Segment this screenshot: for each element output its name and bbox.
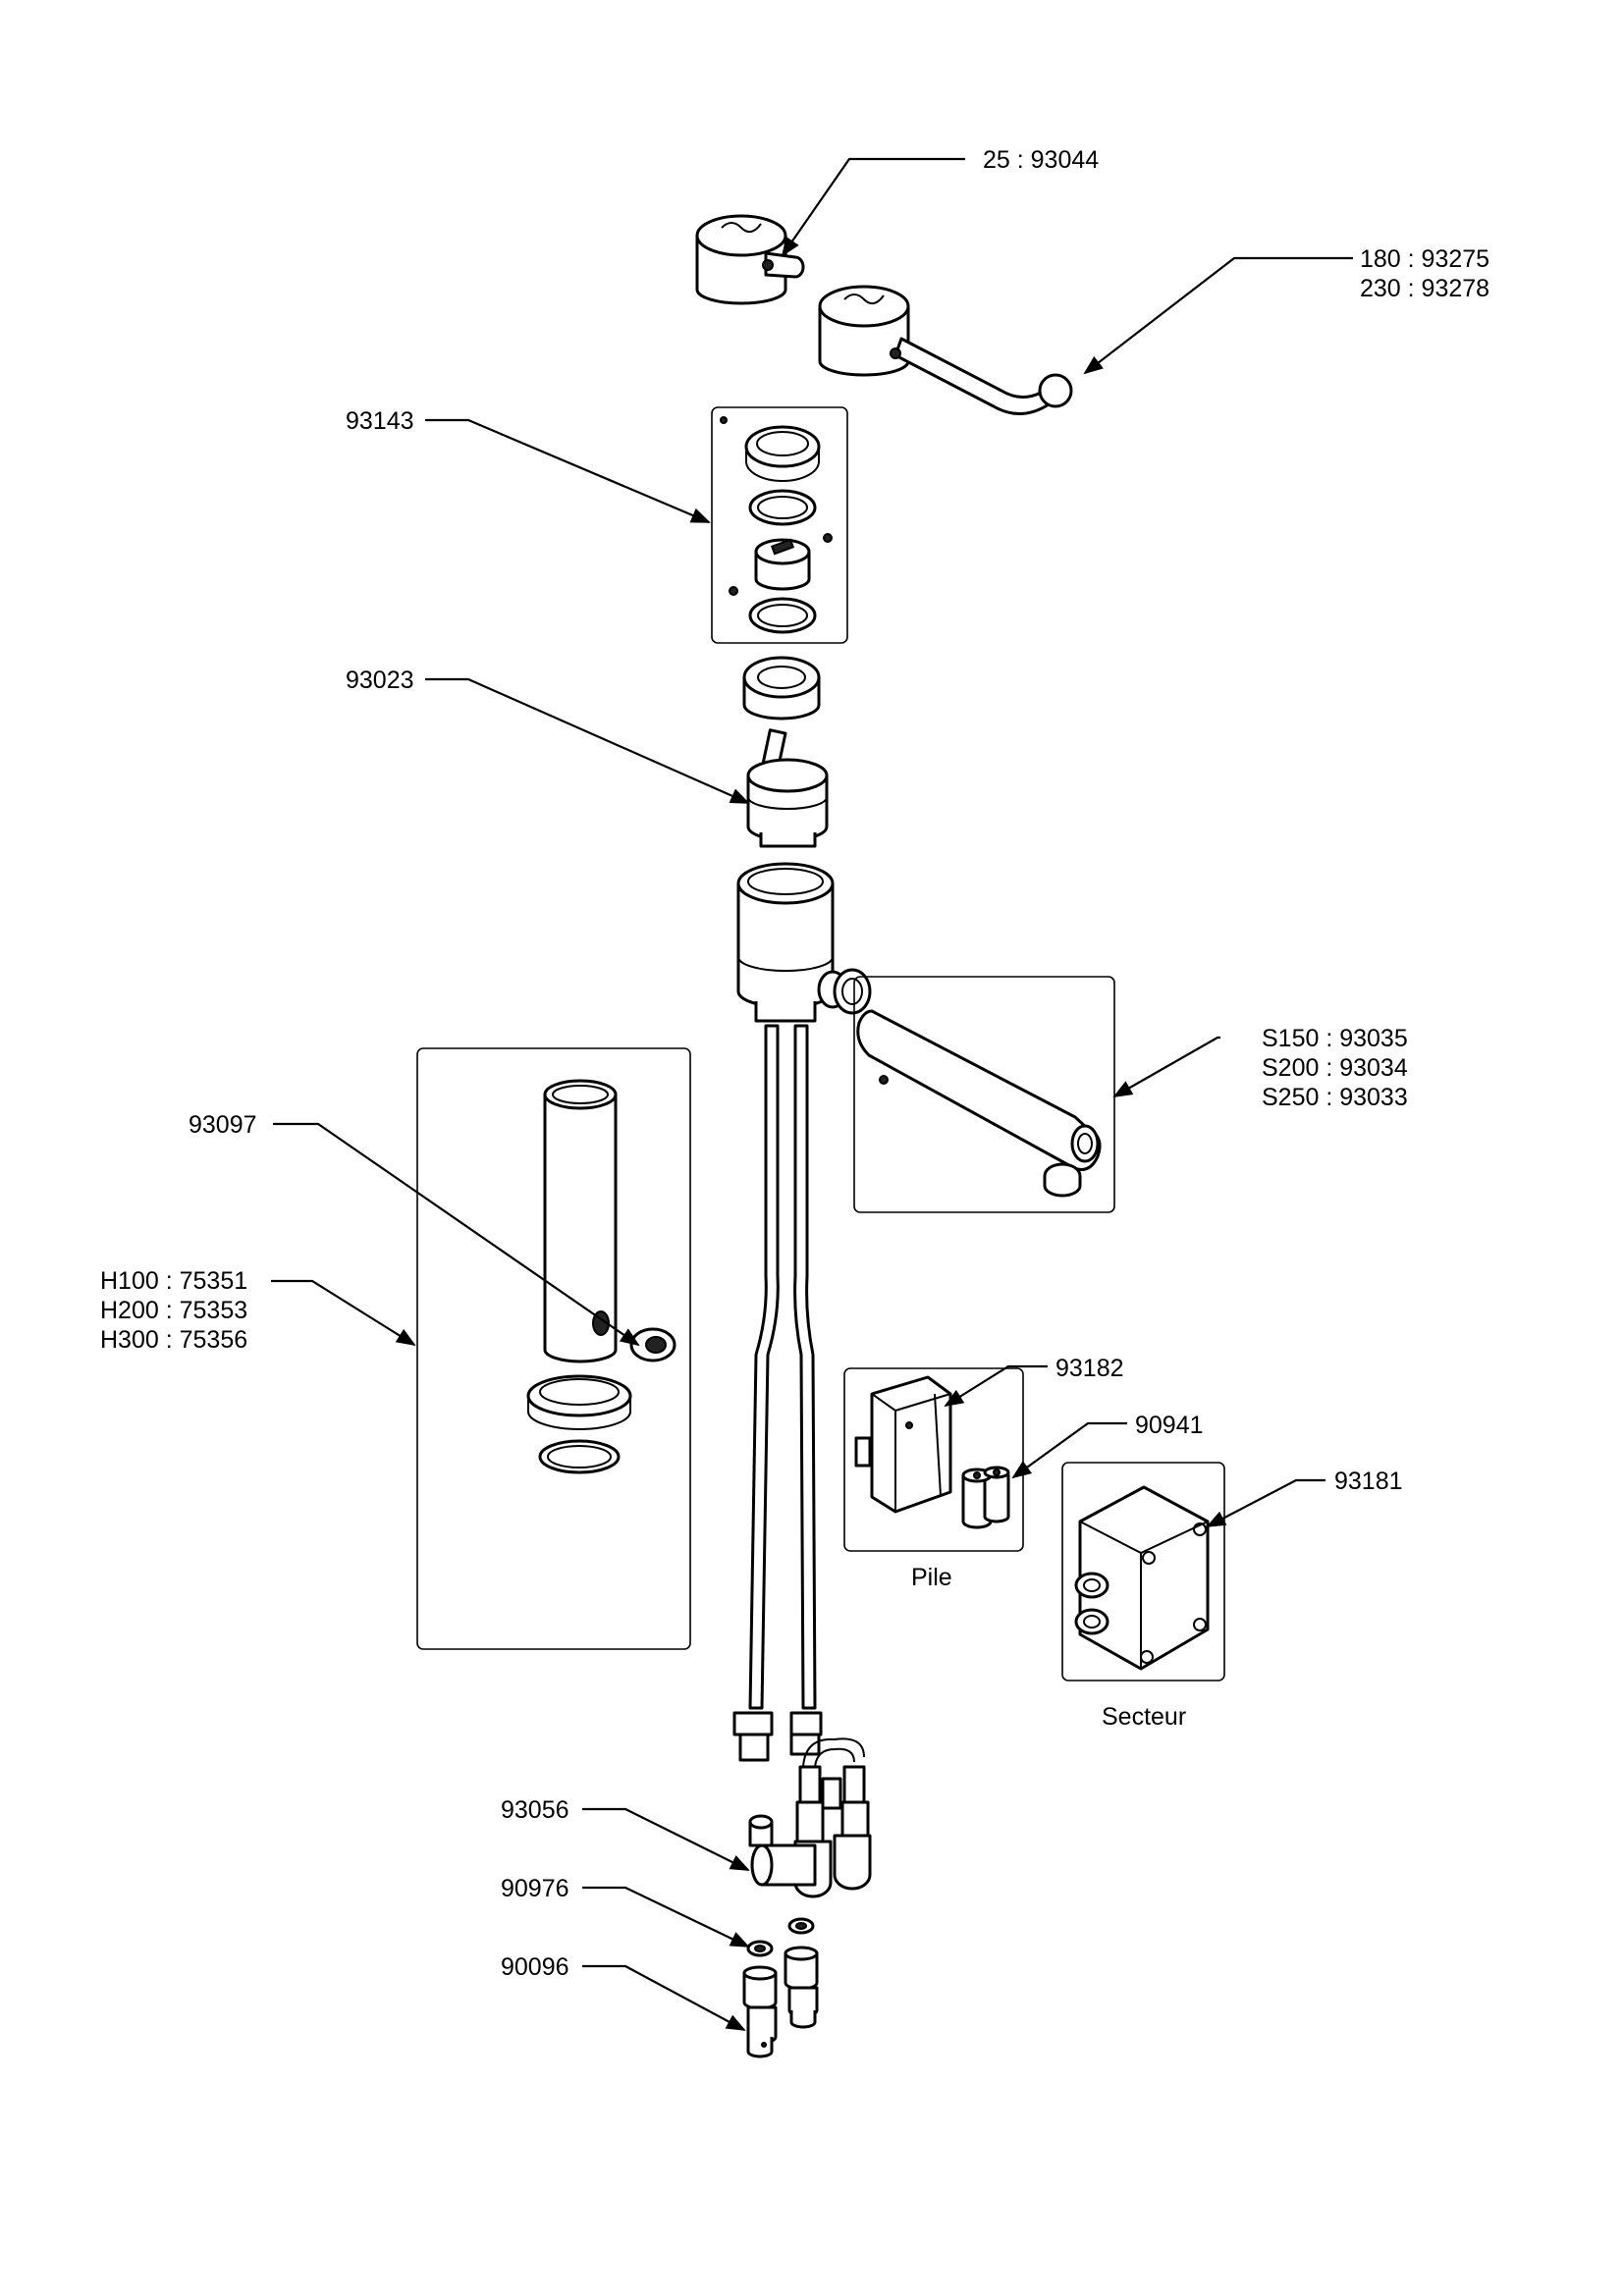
callout-93097: 93097 bbox=[189, 1111, 257, 1139]
plug-part bbox=[629, 1327, 676, 1362]
callout-93143: 93143 bbox=[346, 407, 414, 435]
collar-part bbox=[742, 656, 821, 721]
solenoid-valve-part bbox=[748, 1737, 872, 1898]
callout-75351: H100 : 75351 bbox=[100, 1267, 247, 1295]
cable-gland-bottom bbox=[1074, 1608, 1109, 1635]
spindle-part bbox=[754, 538, 811, 591]
cartridge-kit-group bbox=[711, 406, 848, 644]
callout-75356: H300 : 75356 bbox=[100, 1326, 247, 1354]
caption-mains: Secteur bbox=[1102, 1703, 1186, 1731]
callout-93034: S200 : 93034 bbox=[1262, 1054, 1408, 1082]
cartridge-part bbox=[746, 728, 829, 848]
caption-battery: Pile bbox=[911, 1564, 952, 1591]
callout-93023: 93023 bbox=[346, 667, 414, 694]
flexible-hoses-part bbox=[732, 1024, 823, 1762]
hose-nut-left bbox=[732, 1711, 774, 1762]
washer-right bbox=[787, 1917, 815, 1935]
spout-connector-part bbox=[817, 968, 872, 1015]
callout-93044: 25 : 93044 bbox=[983, 146, 1099, 174]
fitting-right bbox=[784, 1946, 819, 2029]
callout-90096: 90096 bbox=[501, 1953, 569, 1981]
mains-group bbox=[1061, 1462, 1225, 1682]
extension-tube-group bbox=[416, 1047, 691, 1650]
callout-93181: 93181 bbox=[1334, 1468, 1403, 1495]
long-handle-part bbox=[818, 285, 1073, 415]
callout-93275: 180 : 93275 bbox=[1360, 245, 1489, 273]
battery-group bbox=[843, 1367, 1024, 1552]
callout-93033: S250 : 93033 bbox=[1262, 1084, 1408, 1111]
faucet-body-part bbox=[736, 862, 872, 1023]
short-handle-part bbox=[695, 214, 805, 305]
spout-group bbox=[853, 976, 1115, 1213]
leader-lines bbox=[271, 157, 1353, 2031]
callout-93056: 93056 bbox=[501, 1796, 569, 1824]
hose-nut-right bbox=[789, 1711, 823, 1756]
callout-93035: S150 : 93035 bbox=[1262, 1025, 1408, 1052]
cable-gland-top bbox=[1074, 1572, 1109, 1599]
fitting-left bbox=[742, 1965, 778, 2058]
callout-75353: H200 : 75353 bbox=[100, 1297, 247, 1324]
callout-90941: 90941 bbox=[1135, 1412, 1204, 1439]
callout-93278: 230 : 93278 bbox=[1360, 275, 1489, 302]
nut-part bbox=[744, 425, 821, 482]
washer-left bbox=[746, 1940, 774, 1957]
callout-93182: 93182 bbox=[1055, 1355, 1124, 1382]
callout-90976: 90976 bbox=[501, 1875, 569, 1902]
battery-case-part bbox=[854, 1375, 952, 1514]
battery-cell-part bbox=[961, 1466, 1010, 1529]
